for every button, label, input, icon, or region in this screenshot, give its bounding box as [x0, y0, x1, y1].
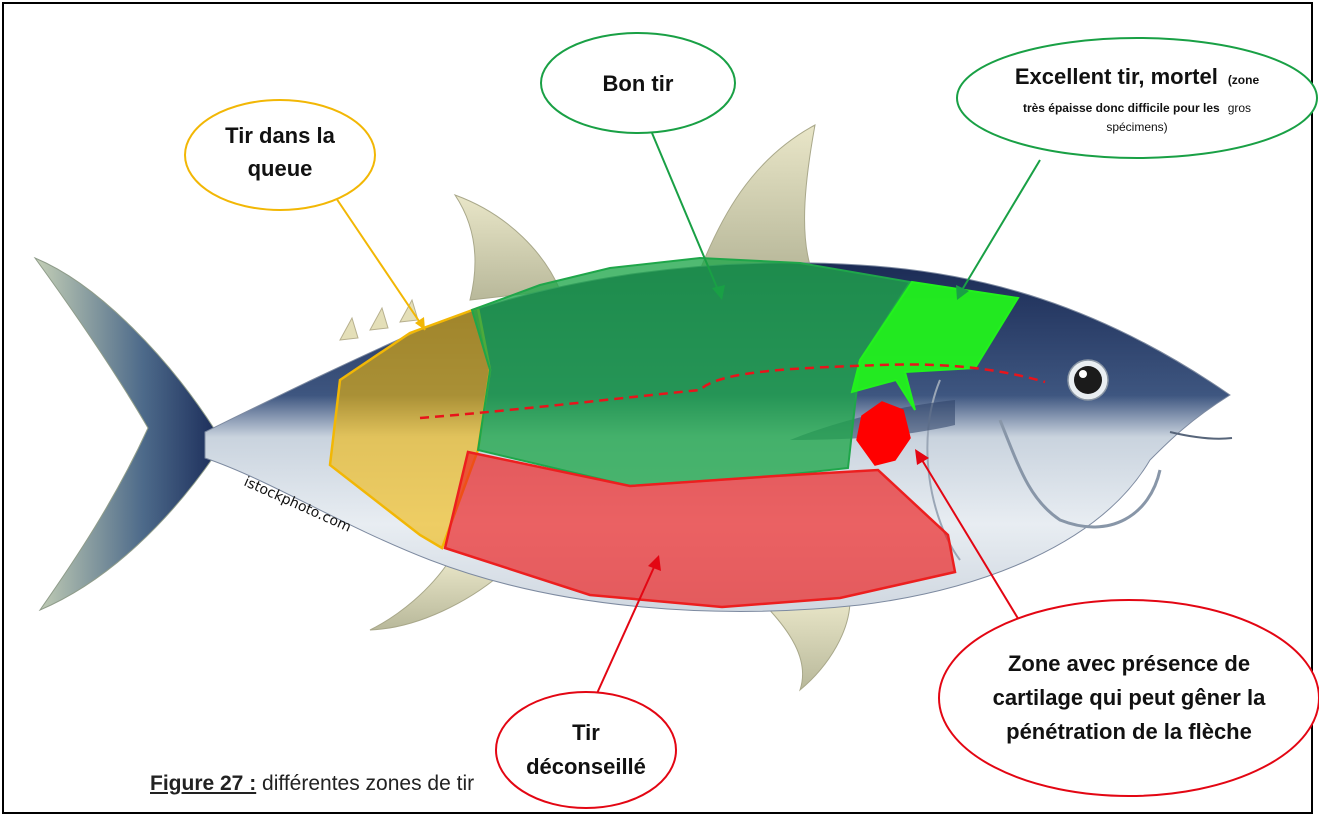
- cartilage-label: Zone avec présence de cartilage qui peut…: [939, 600, 1319, 796]
- tail-label: Tir dans la queue: [185, 100, 375, 210]
- tail-label-line2: queue: [248, 156, 313, 181]
- excellent-shot-note-line3: spécimens): [1106, 120, 1167, 134]
- figure-caption-text: différentes zones de tir: [256, 772, 474, 795]
- good-shot-zone: [472, 258, 910, 486]
- avoid-shot-label-line1: Tir: [572, 720, 600, 745]
- excellent-shot-note-open: (zone: [1228, 73, 1260, 87]
- figure-caption: Figure 27 : différentes zones de tir: [150, 772, 474, 796]
- excellent-shot-label: Excellent tir, mortel (zone très épaisse…: [957, 38, 1317, 158]
- mouth: [1170, 432, 1232, 439]
- excellent-shot-title: Excellent tir, mortel: [1015, 64, 1218, 89]
- caudal-fin: [35, 258, 215, 610]
- cartilage-label-line2: cartilage qui peut gêner la: [993, 685, 1266, 710]
- eye-icon: [1068, 360, 1108, 400]
- excellent-shot-label-line2: très épaisse donc difficile pour les gro…: [1023, 99, 1251, 116]
- excellent-shot-note-bold: très épaisse donc difficile pour les: [1023, 101, 1220, 115]
- avoid-shot-label: Tir déconseillé: [496, 692, 676, 808]
- tail-arrow: [332, 192, 425, 330]
- figure-number: Figure 27 :: [150, 772, 256, 795]
- pelvic-fin: [760, 600, 850, 690]
- cartilage-label-line3: pénétration de la flèche: [1006, 719, 1252, 744]
- excellent-shot-note-normal: gros: [1228, 101, 1251, 115]
- first-dorsal-fin: [700, 125, 815, 270]
- tail-label-line1: Tir dans la: [225, 123, 335, 148]
- avoid-shot-label-line2: déconseillé: [526, 754, 646, 779]
- cartilage-label-line1: Zone avec présence de: [1008, 651, 1250, 676]
- good-shot-label-text: Bon tir: [603, 71, 674, 96]
- good-shot-label: Bon tir: [541, 33, 735, 133]
- excellent-shot-arrow: [956, 160, 1040, 300]
